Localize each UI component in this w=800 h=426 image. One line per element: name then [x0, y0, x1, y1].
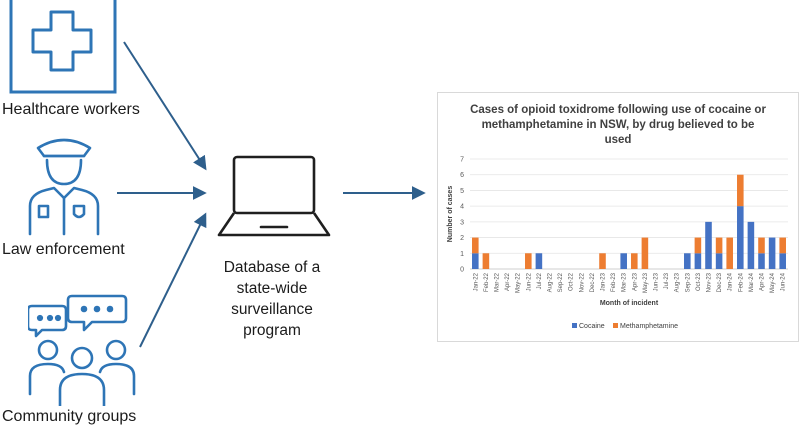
x-tick-label: Jun-22	[526, 272, 532, 291]
database-label: Database of a state-wide surveillance pr…	[212, 257, 332, 341]
source-label-community: Community groups	[2, 408, 137, 425]
x-tick-label: Jun-23	[654, 272, 660, 291]
bar-segment-cocaine	[779, 253, 786, 269]
arrow-healthcare-to-database	[123, 41, 207, 171]
bar-segment-methamphetamine	[715, 237, 723, 254]
bar-segment-methamphetamine	[482, 253, 490, 269]
y-tick-label: 6	[460, 172, 464, 179]
chart-title: Cases of opioid toxidrome following use …	[438, 103, 798, 148]
bar-segment-cocaine	[715, 253, 723, 269]
y-tick-label: 5	[460, 188, 464, 195]
bar-segment-cocaine	[535, 253, 543, 269]
x-tick-label: Dec-22	[590, 272, 596, 292]
laptop-icon	[217, 155, 331, 239]
bar-segment-cocaine	[758, 253, 765, 269]
legend-label: Methamphetamine	[620, 323, 678, 330]
y-axis-label: Number of cases	[447, 186, 454, 243]
database-label-line: surveillance	[231, 301, 313, 318]
x-tick-label: Dec-23	[717, 272, 723, 292]
x-tick-label: Jan-23	[601, 272, 607, 291]
legend-label: Cocaine	[579, 323, 605, 330]
y-tick-label: 2	[460, 235, 464, 242]
x-tick-label: Jan-24	[728, 272, 734, 291]
legend-swatch-cocaine	[572, 323, 577, 328]
x-tick-label: Mar-23	[622, 272, 628, 292]
chart-title-line: used	[604, 134, 632, 146]
x-tick-label: Feb-22	[484, 272, 490, 292]
x-tick-label: Jun-24	[781, 272, 787, 291]
bar-segment-methamphetamine	[758, 237, 765, 254]
source-label-law-enforcement: Law enforcement	[2, 241, 125, 258]
y-tick-label: 1	[460, 251, 464, 258]
y-tick-label: 3	[460, 219, 464, 226]
chart-title-line: methamphetamine in NSW, by drug believed…	[481, 119, 755, 131]
bar-segment-cocaine	[472, 253, 479, 269]
x-tick-label: May-24	[770, 272, 776, 293]
x-tick-label: Oct-22	[569, 272, 575, 291]
bar-segment-methamphetamine	[631, 253, 638, 269]
x-tick-label: Sep-23	[685, 272, 691, 292]
x-tick-label: Jan-22	[473, 272, 479, 291]
bar-segment-cocaine	[705, 221, 712, 269]
x-tick-label: May-23	[643, 272, 649, 293]
bar-segment-methamphetamine	[472, 237, 479, 254]
x-tick-label: Mar-22	[495, 272, 501, 292]
bar-segment-cocaine	[694, 253, 702, 269]
bar-segment-methamphetamine	[737, 174, 744, 207]
x-tick-label: Apr-24	[760, 272, 766, 291]
database-label-line: Database of a	[223, 259, 321, 276]
x-tick-label: Aug-23	[675, 272, 681, 292]
y-tick-label: 4	[460, 204, 464, 211]
x-tick-label: Jul-22	[537, 272, 543, 289]
police-officer-icon	[24, 134, 104, 236]
x-tick-label: Sep-22	[558, 272, 564, 292]
y-tick-label: 7	[460, 157, 464, 164]
x-tick-label: Oct-23	[696, 272, 702, 291]
bar-segment-cocaine	[747, 221, 755, 269]
x-tick-label: Feb-23	[611, 272, 617, 292]
bar-segment-methamphetamine	[694, 237, 702, 254]
x-tick-label: Feb-24	[738, 272, 744, 292]
database-label-line: program	[243, 322, 301, 339]
x-tick-label: Jul-23	[664, 272, 670, 289]
bar-segment-methamphetamine	[599, 253, 606, 269]
bar-segment-cocaine	[620, 253, 627, 269]
x-tick-label: Nov-22	[579, 272, 585, 292]
legend-swatch-methamphetamine	[613, 323, 618, 328]
x-tick-label: Nov-23	[707, 272, 713, 292]
bar-segment-methamphetamine	[525, 253, 532, 269]
bar-segment-methamphetamine	[641, 237, 649, 269]
bar-segment-cocaine	[737, 206, 744, 269]
database-label-line: state-wide	[236, 280, 308, 297]
medical-cross-icon	[9, 0, 119, 96]
x-tick-label: Apr-22	[505, 272, 511, 291]
source-label-healthcare: Healthcare workers	[2, 101, 140, 118]
x-tick-label: Aug-22	[548, 272, 554, 292]
arrow-community-to-database	[139, 212, 207, 348]
x-tick-label: May-22	[516, 272, 522, 293]
chart-title-line: Cases of opioid toxidrome following use …	[470, 104, 766, 116]
bar-segment-methamphetamine	[726, 237, 733, 269]
bar-segment-methamphetamine	[779, 237, 786, 254]
x-tick-label: Apr-23	[632, 272, 638, 291]
bar-segment-cocaine	[768, 237, 776, 269]
x-axis-label: Month of incident	[600, 300, 659, 307]
bar-segment-cocaine	[684, 253, 691, 269]
y-tick-label: 0	[460, 267, 464, 274]
x-tick-label: Mar-24	[749, 272, 755, 292]
people-group-chat-icon	[28, 294, 148, 406]
